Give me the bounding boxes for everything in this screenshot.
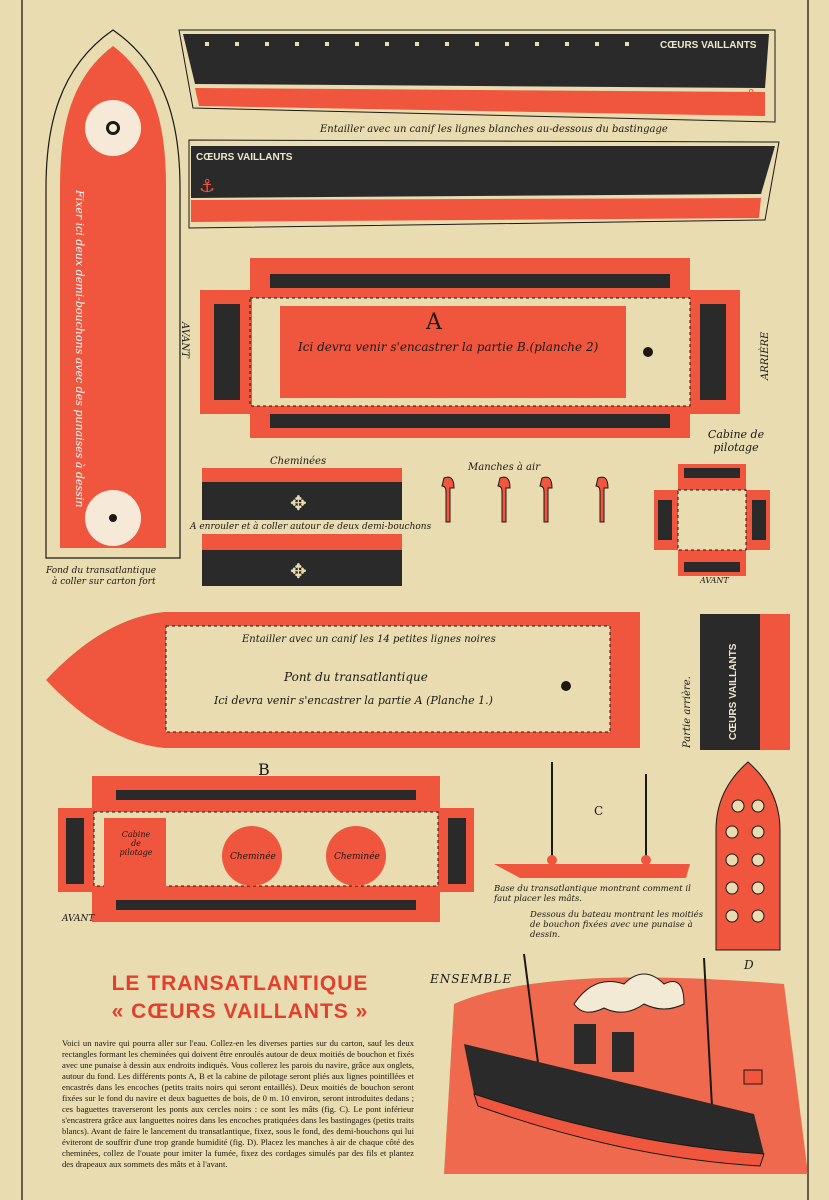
- ensemble-label: ENSEMBLE: [430, 972, 513, 986]
- cabine-label: Cabine de pilotage: [707, 428, 765, 454]
- cheminee-1: Cheminée: [230, 852, 276, 862]
- cut-bulwark-note: Entailler avec un canif les lignes blanc…: [320, 124, 668, 135]
- cabin-piece: [654, 464, 770, 576]
- deck-cut-note: Entailler avec un canif les 14 petites l…: [242, 634, 496, 645]
- article-title-1: LE TRANSATLANTIQUE: [111, 972, 369, 995]
- cheminee-2: Cheminée: [334, 852, 380, 862]
- vents-piece: [441, 476, 609, 523]
- svg-text:⚓: ⚓: [199, 176, 215, 197]
- cabine-small: Cabine de pilotage: [119, 830, 153, 857]
- hull-brand-1: CŒURS VAILLANTS: [660, 40, 757, 51]
- stern-piece: [700, 614, 790, 750]
- svg-text:✥: ✥: [290, 559, 307, 583]
- article-body: Voici un navire qui pourra aller sur l'e…: [62, 1038, 414, 1169]
- avant-label-b: AVANT: [62, 914, 95, 924]
- hull-bottom-piece: [45, 29, 181, 559]
- bottom-label: Fond du transatlantique: [46, 566, 157, 576]
- hull-side-piece-1: ⚓: [178, 29, 776, 123]
- manches-label: Manches à air: [468, 462, 540, 473]
- svg-text:✥: ✥: [290, 491, 307, 515]
- avant-label-cabin: AVANT: [700, 576, 729, 585]
- fig-d-letter: D: [744, 958, 754, 972]
- stern-brand: CŒURS VAILLANTS: [728, 643, 739, 740]
- bottom-label-2: à coller sur carton fort: [52, 577, 156, 587]
- arriere-label: ARRIÈRE: [760, 331, 771, 380]
- part-b-letter: B: [258, 760, 270, 779]
- bottom-fix-text: Fixer ici deux demi-bouchons avec des pu…: [73, 190, 86, 508]
- article-title-2: « CŒURS VAILLANTS »: [111, 1000, 369, 1023]
- funnel-strips: ✥ ✥: [202, 468, 402, 586]
- deck-piece: [46, 612, 640, 748]
- dessous-caption: Dessous du bateau montrant les moitiés d…: [530, 910, 704, 940]
- partie-arriere-label: Partie arrière.: [682, 676, 693, 748]
- hull-brand-2: CŒURS VAILLANTS: [196, 152, 293, 163]
- hull-side-piece-2: ⚓: [188, 139, 780, 229]
- part-a-text: Ici devra venir s'encastrer la partie B.…: [298, 340, 599, 354]
- fig-d-drawing: [715, 761, 781, 951]
- deck-title: Pont du transatlantique: [284, 670, 428, 684]
- fig-c-letter: C: [594, 804, 604, 818]
- ensemble-illustration: [444, 953, 808, 1174]
- fig-c-drawing: [494, 762, 690, 878]
- part-a-letter: A: [426, 310, 442, 335]
- base-caption: Base du transatlantique montrant comment…: [494, 884, 691, 904]
- part-a-piece: [200, 258, 740, 438]
- avant-label-a: AVANT: [179, 322, 190, 358]
- cheminees-label: Cheminées: [270, 456, 327, 467]
- roll-text: A enrouler et à coller autour de deux de…: [190, 522, 432, 532]
- deck-text: Ici devra venir s'encastrer la partie A …: [214, 694, 493, 707]
- svg-text:⚓: ⚓: [743, 86, 759, 107]
- part-b-piece: [58, 776, 474, 922]
